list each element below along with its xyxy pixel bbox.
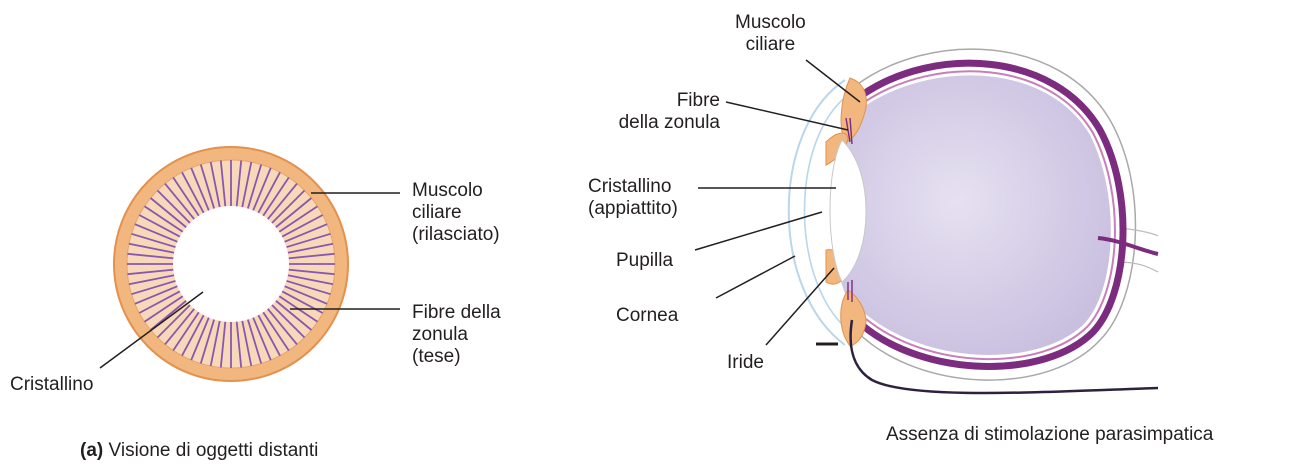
right-fibers-line2: della zonula: [590, 112, 720, 134]
left-lens-diagram: [114, 147, 348, 381]
right-fibers-line1: Fibre: [590, 90, 720, 112]
vitreous-body: [832, 75, 1111, 355]
right-lens-label: Cristallino (appiattito): [588, 176, 678, 220]
eye-cross-section: [789, 49, 1158, 393]
left-lens-label: Cristallino: [10, 374, 93, 396]
left-caption: (a) Visione di oggetti distanti: [80, 440, 318, 462]
left-muscle-line1: Muscolo: [412, 180, 500, 202]
right-pupil-label: Pupilla: [616, 250, 673, 272]
left-fibers-line3: (tese): [412, 346, 501, 368]
right-muscle-line1: Muscolo: [735, 12, 806, 34]
left-fibers-line1: Fibre della: [412, 302, 501, 324]
caption-prefix: (a): [80, 440, 103, 461]
caption-text: Visione di oggetti distanti: [103, 440, 318, 461]
right-muscle-line2: ciliare: [735, 34, 806, 56]
right-lens-line2: (appiattito): [588, 198, 678, 220]
right-muscle-label: Muscolo ciliare: [735, 12, 806, 56]
left-muscle-label: Muscolo ciliare (rilasciato): [412, 180, 500, 246]
right-cornea-label: Cornea: [616, 305, 678, 327]
left-muscle-line2: ciliare: [412, 202, 500, 224]
leader-right-cornea: [716, 256, 795, 298]
right-iris-label: Iride: [727, 352, 764, 374]
leader-right-pupil: [695, 212, 822, 250]
left-muscle-line3: (rilasciato): [412, 224, 500, 246]
right-fibers-label: Fibre della zonula: [590, 90, 720, 134]
left-fibers-line2: zonula: [412, 324, 501, 346]
right-lens-line1: Cristallino: [588, 176, 678, 198]
right-caption: Assenza di stimolazione parasimpatica: [886, 424, 1213, 446]
left-fibers-label: Fibre della zonula (tese): [412, 302, 501, 368]
lens-center: [173, 206, 289, 322]
